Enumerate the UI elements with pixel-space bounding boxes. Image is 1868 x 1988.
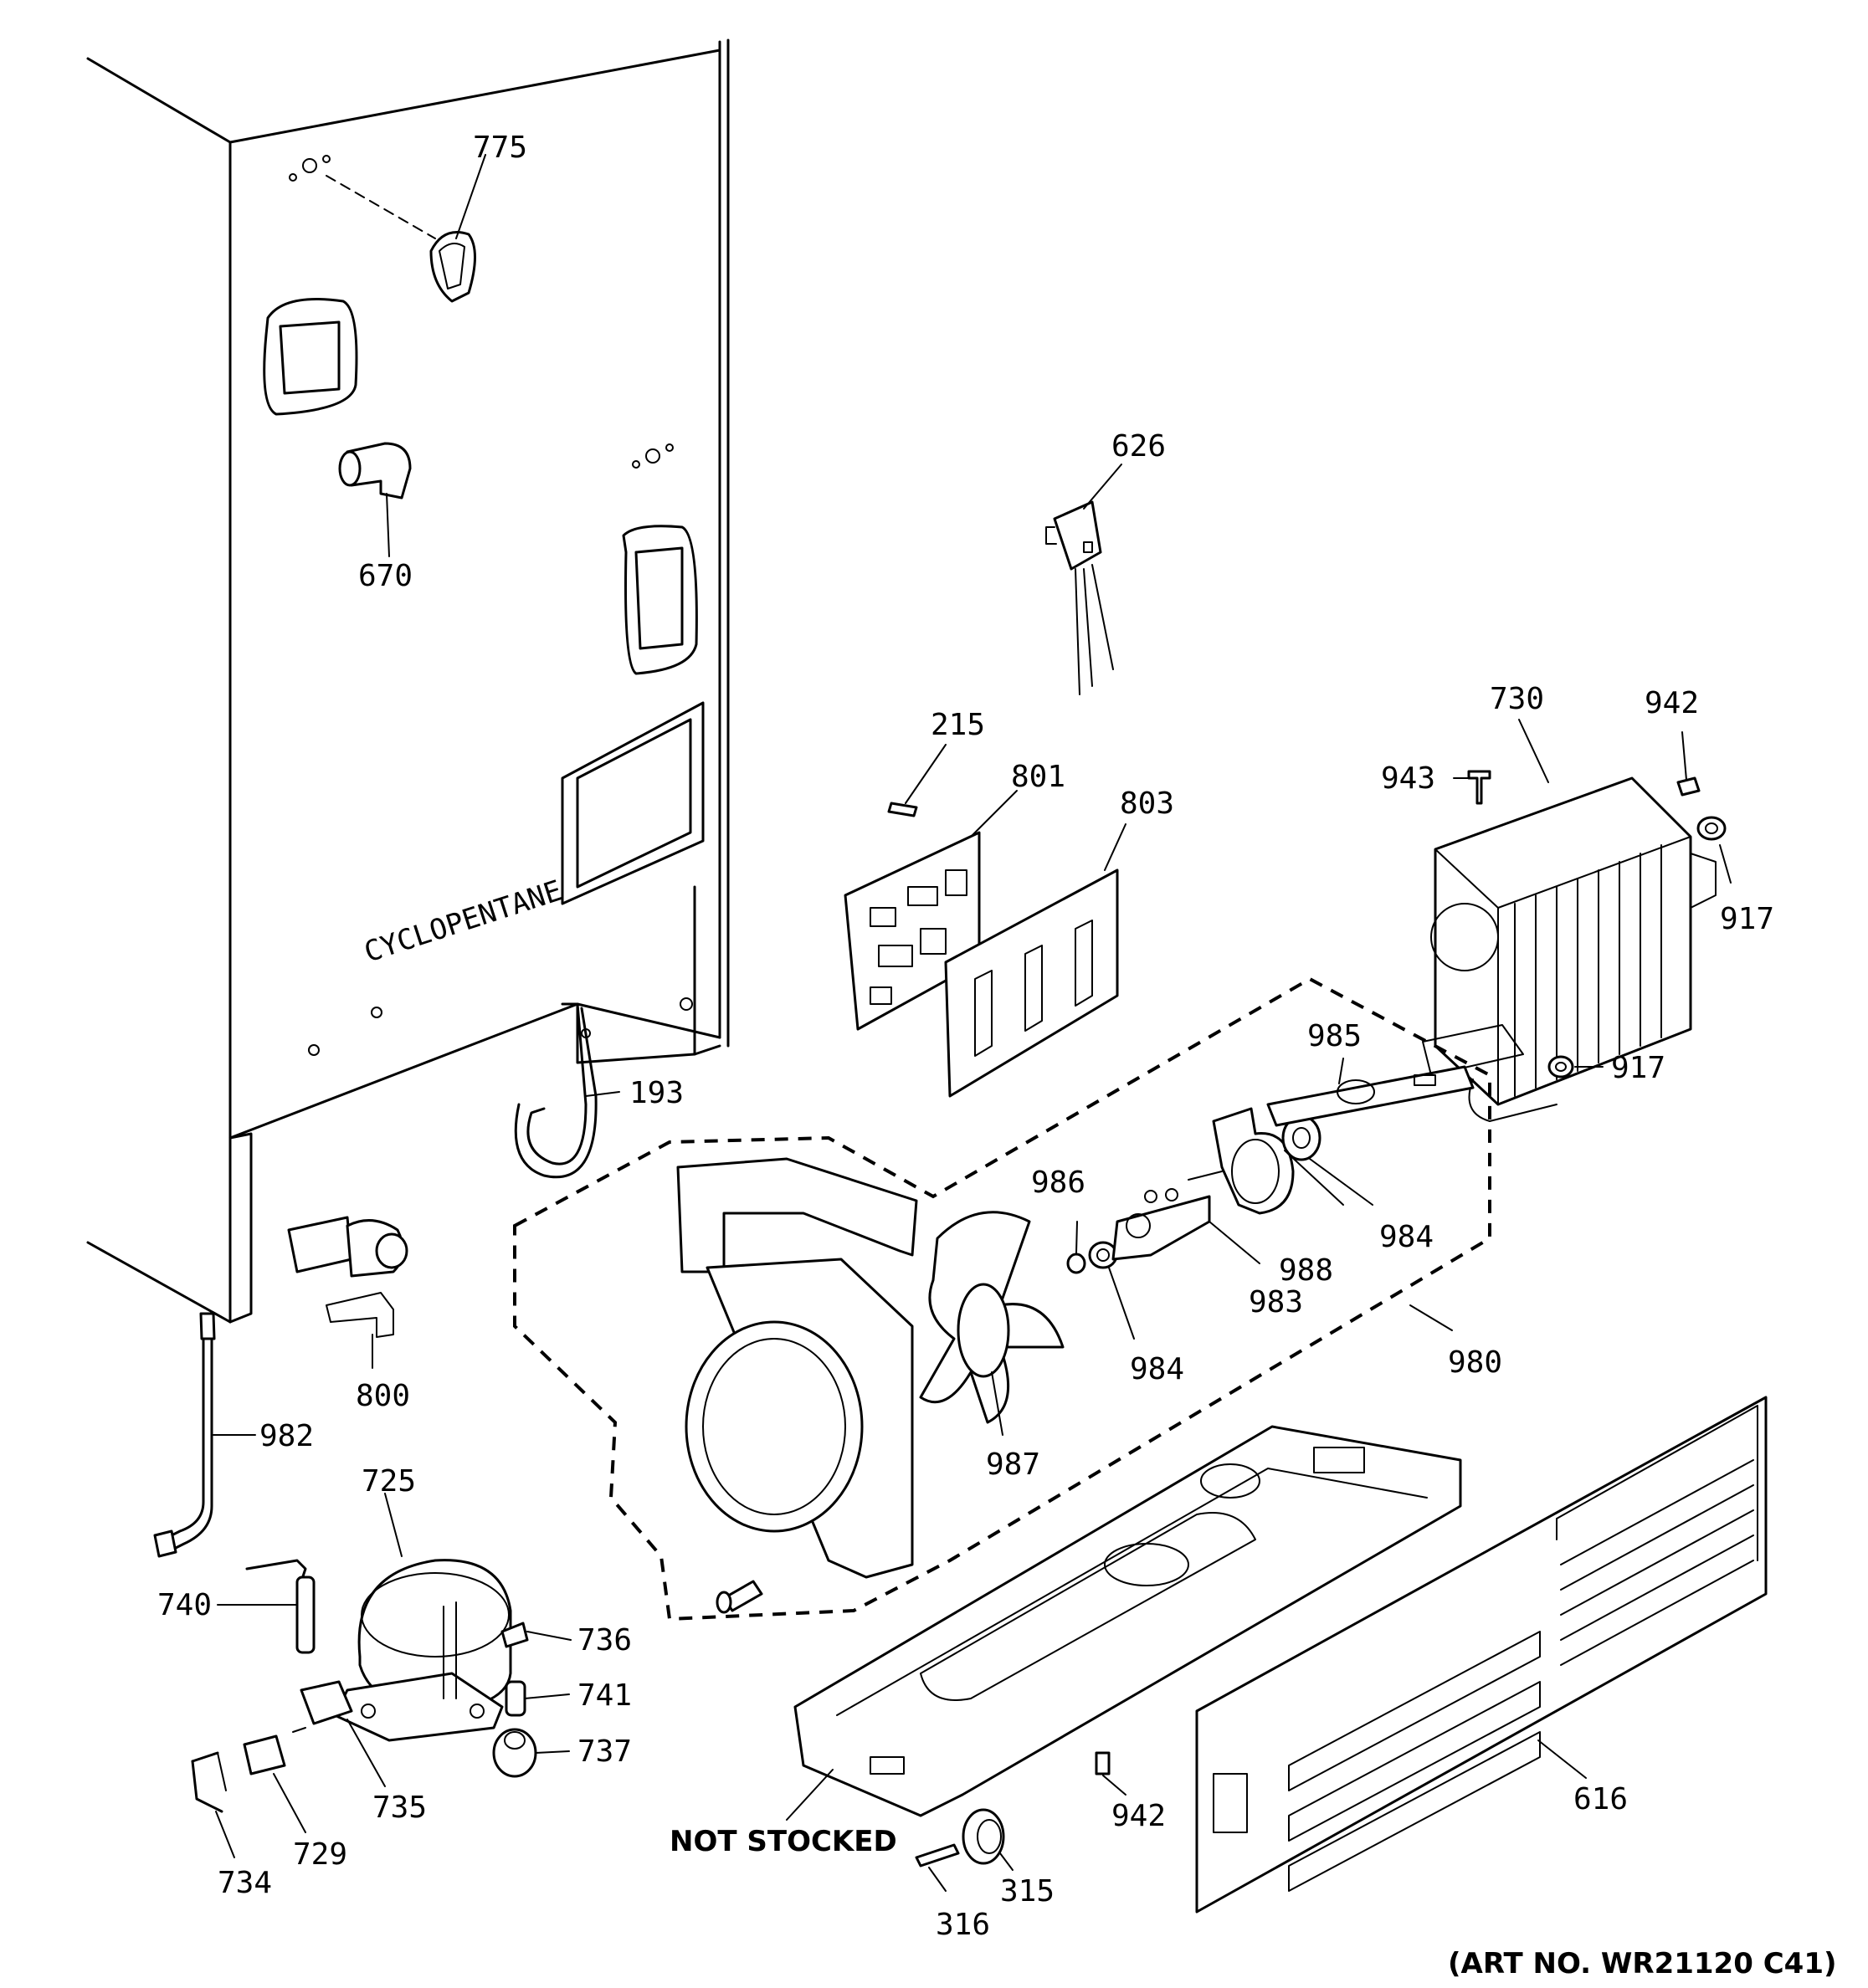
label-980: 980 [1448, 1345, 1502, 1380]
part-980-shroud[interactable] [676, 1157, 918, 1579]
part-982-water-line[interactable] [153, 1312, 216, 1558]
label-917-lower: 917 [1611, 1051, 1665, 1085]
part-803-cover[interactable] [944, 868, 1119, 1098]
part-984-grommet-lower[interactable] [1088, 1241, 1118, 1269]
part-740-drier[interactable] [245, 1559, 316, 1654]
part-988-motor[interactable] [1188, 1107, 1295, 1215]
label-982: 982 [259, 1419, 314, 1453]
label-730: 730 [1490, 682, 1544, 716]
label-616: 616 [1573, 1782, 1628, 1816]
part-730-evaporator[interactable] [1422, 776, 1717, 1122]
label-917-upper: 917 [1720, 902, 1774, 936]
part-942-screw-top[interactable] [1676, 776, 1701, 797]
part-729-overload[interactable] [243, 1734, 286, 1775]
label-741: 741 [577, 1678, 632, 1713]
label-942-lower: 942 [1111, 1799, 1166, 1833]
label-315: 315 [1000, 1874, 1055, 1909]
part-670-elbow-fitting[interactable] [338, 442, 412, 500]
part-193-drain-tube[interactable] [514, 1002, 598, 1179]
part-316-axle[interactable] [915, 1843, 960, 1868]
label-775: 775 [473, 131, 527, 165]
label-215: 215 [931, 708, 985, 742]
not-stocked-note: NOT STOCKED [670, 1825, 897, 1858]
label-316: 316 [936, 1908, 990, 1942]
label-985: 985 [1307, 1019, 1362, 1053]
refrigerator-cabinet: CYCLOPENTANE [86, 38, 730, 1324]
part-917-grommet-lower[interactable] [1547, 1055, 1574, 1079]
label-986: 986 [1031, 1166, 1085, 1200]
part-917-grommet-upper[interactable] [1696, 816, 1727, 841]
leader-lines [213, 154, 1732, 1892]
label-735: 735 [372, 1791, 427, 1825]
part-626-harness[interactable] [1045, 500, 1114, 695]
part-986-bushing[interactable] [1066, 1253, 1086, 1274]
part-943-screw[interactable] [1467, 770, 1491, 805]
art-number: (ART NO. WR21120 C41) [1448, 1947, 1837, 1980]
label-988: 988 [1279, 1253, 1333, 1288]
part-616-grille[interactable] [1195, 1396, 1768, 1914]
label-803: 803 [1120, 786, 1174, 821]
label-734: 734 [218, 1866, 272, 1900]
compressor-base-pan[interactable] [793, 1425, 1462, 1817]
label-943: 943 [1381, 761, 1435, 796]
part-736-clip[interactable] [500, 1622, 529, 1648]
part-215-standoff[interactable] [887, 802, 918, 817]
label-670: 670 [358, 559, 413, 593]
part-985-bracket[interactable] [1266, 1065, 1475, 1127]
cabinet-printed-text: CYCLOPENTANE [360, 874, 566, 970]
part-315-roller[interactable] [962, 1808, 1005, 1865]
label-942-upper: 942 [1645, 686, 1699, 720]
part-942-screw-lower[interactable] [1095, 1751, 1111, 1775]
label-626: 626 [1111, 429, 1166, 464]
label-984-lower: 984 [1130, 1352, 1184, 1386]
label-737: 737 [577, 1734, 632, 1769]
part-987-fan-blade[interactable] [919, 1211, 1065, 1424]
part-800-water-valve[interactable] [287, 1216, 408, 1338]
part-735-relay[interactable] [292, 1680, 353, 1733]
label-800: 800 [356, 1379, 410, 1413]
part-984-grommet-upper[interactable] [1281, 1114, 1321, 1161]
shroud-screw[interactable] [716, 1580, 763, 1614]
part-737-grommet[interactable] [492, 1728, 537, 1778]
label-193: 193 [629, 1076, 684, 1110]
part-983-bracket[interactable] [1111, 1188, 1211, 1261]
label-736: 736 [577, 1623, 632, 1658]
part-775-bracket[interactable] [326, 175, 476, 303]
label-740: 740 [157, 1588, 212, 1622]
callout-labels: 775 670 626 215 801 803 730 942 943 917 … [157, 131, 1837, 1980]
label-729: 729 [293, 1837, 347, 1872]
label-801: 801 [1011, 760, 1065, 794]
part-734-cover[interactable] [191, 1751, 227, 1813]
part-741-sleeve[interactable] [505, 1680, 526, 1717]
part-725-compressor[interactable] [333, 1559, 512, 1742]
label-983: 983 [1249, 1285, 1303, 1319]
label-984-upper: 984 [1379, 1220, 1434, 1254]
label-725: 725 [362, 1464, 416, 1499]
label-987: 987 [986, 1447, 1040, 1482]
assembly-980-outline [513, 976, 1491, 1622]
